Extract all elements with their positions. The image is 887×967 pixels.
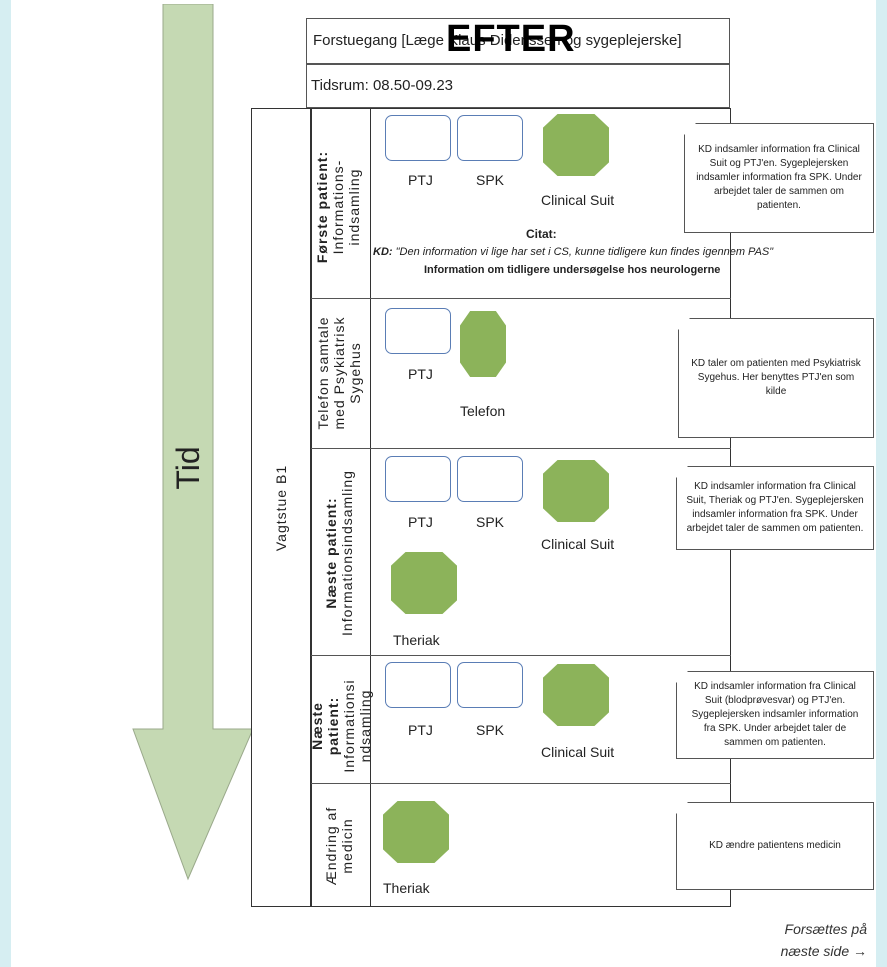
quote-heading: Citat: xyxy=(526,227,557,241)
ptj-system-icon xyxy=(385,662,451,708)
ptj-system-icon xyxy=(385,456,451,502)
continue-note: Forsættes på næste side → xyxy=(721,918,867,962)
lane-5-note: KD ændre patientens medicin xyxy=(676,802,874,890)
lane-1-note: KD indsamler information fra Clinical Su… xyxy=(684,123,874,233)
timeline-label: Tid xyxy=(170,446,206,490)
spk-label: SPK xyxy=(476,172,505,188)
clinical-suit-label: Clinical Suit xyxy=(541,192,615,208)
room-column xyxy=(251,108,311,907)
lane-2-label: Telefon samtale med Psykiatrisk Sygehus xyxy=(315,316,363,430)
lane-5-label: Ændring af medicin xyxy=(323,806,355,886)
quote-content: "Den information vi lige har set i CS, k… xyxy=(395,246,774,258)
lane-4-note: KD indsamler information fra Clinical Su… xyxy=(676,671,874,759)
lane-divider xyxy=(311,448,731,449)
lane-2-note: KD taler om patienten med Psykiatrisk Sy… xyxy=(678,318,874,438)
header-title-box xyxy=(306,18,730,64)
ptj-system-icon xyxy=(385,308,451,354)
clinical-suit-label: Clinical Suit xyxy=(541,744,615,760)
lane-divider xyxy=(311,298,731,299)
continue-line-1: Forsættes på xyxy=(784,921,867,937)
clinical-suit-icon xyxy=(543,664,609,726)
quote-text: KD: "Den information vi lige har set i C… xyxy=(373,246,773,258)
lane-divider xyxy=(311,783,731,784)
lane-4-label: Næste patient: Informationsi ndsamling xyxy=(309,679,373,773)
clinical-suit-icon xyxy=(543,460,609,522)
spk-label: SPK xyxy=(476,722,505,738)
lane-3-note: KD indsamler information fra Clinical Su… xyxy=(676,466,874,550)
spk-system-icon xyxy=(457,115,523,161)
theriak-icon xyxy=(383,801,449,863)
efter-overlay: EFTER xyxy=(446,18,576,60)
theriak-label: Theriak xyxy=(393,632,440,648)
theriak-label: Theriak xyxy=(383,880,430,896)
clinical-suit-icon xyxy=(543,114,609,176)
timespan-box xyxy=(306,64,730,108)
timeline-arrow xyxy=(132,4,254,881)
ptj-label: PTJ xyxy=(408,514,433,530)
clinical-suit-label: Clinical Suit xyxy=(541,536,615,552)
room-label: Vagtstue B1 xyxy=(273,464,289,552)
quote-subtext: Information om tidligere undersøgelse ho… xyxy=(424,264,721,276)
quote-speaker: KD: xyxy=(373,246,393,258)
spk-system-icon xyxy=(457,662,523,708)
lane-1-label: Første patient: Informations- indsamling xyxy=(314,150,362,264)
ptj-label: PTJ xyxy=(408,722,433,738)
continue-line-2: næste side → xyxy=(780,943,867,959)
ptj-label: PTJ xyxy=(408,366,433,382)
header-title: Forstuegang [Læge Klaus Didenssen og syg… xyxy=(313,32,682,49)
lane-3-label: Næste patient: Informationsindsamling xyxy=(323,470,355,636)
ptj-system-icon xyxy=(385,115,451,161)
timespan-label: Tidsrum: 08.50-09.23 xyxy=(311,77,454,94)
lane-divider xyxy=(311,655,731,656)
telephone-icon xyxy=(460,311,506,377)
spk-system-icon xyxy=(457,456,523,502)
diagram-page: Tid Forstuegang [Læge Klaus Didenssen og… xyxy=(11,0,876,967)
telephone-label: Telefon xyxy=(460,403,506,419)
ptj-label: PTJ xyxy=(408,172,433,188)
theriak-icon xyxy=(391,552,457,614)
spk-label: SPK xyxy=(476,514,505,530)
